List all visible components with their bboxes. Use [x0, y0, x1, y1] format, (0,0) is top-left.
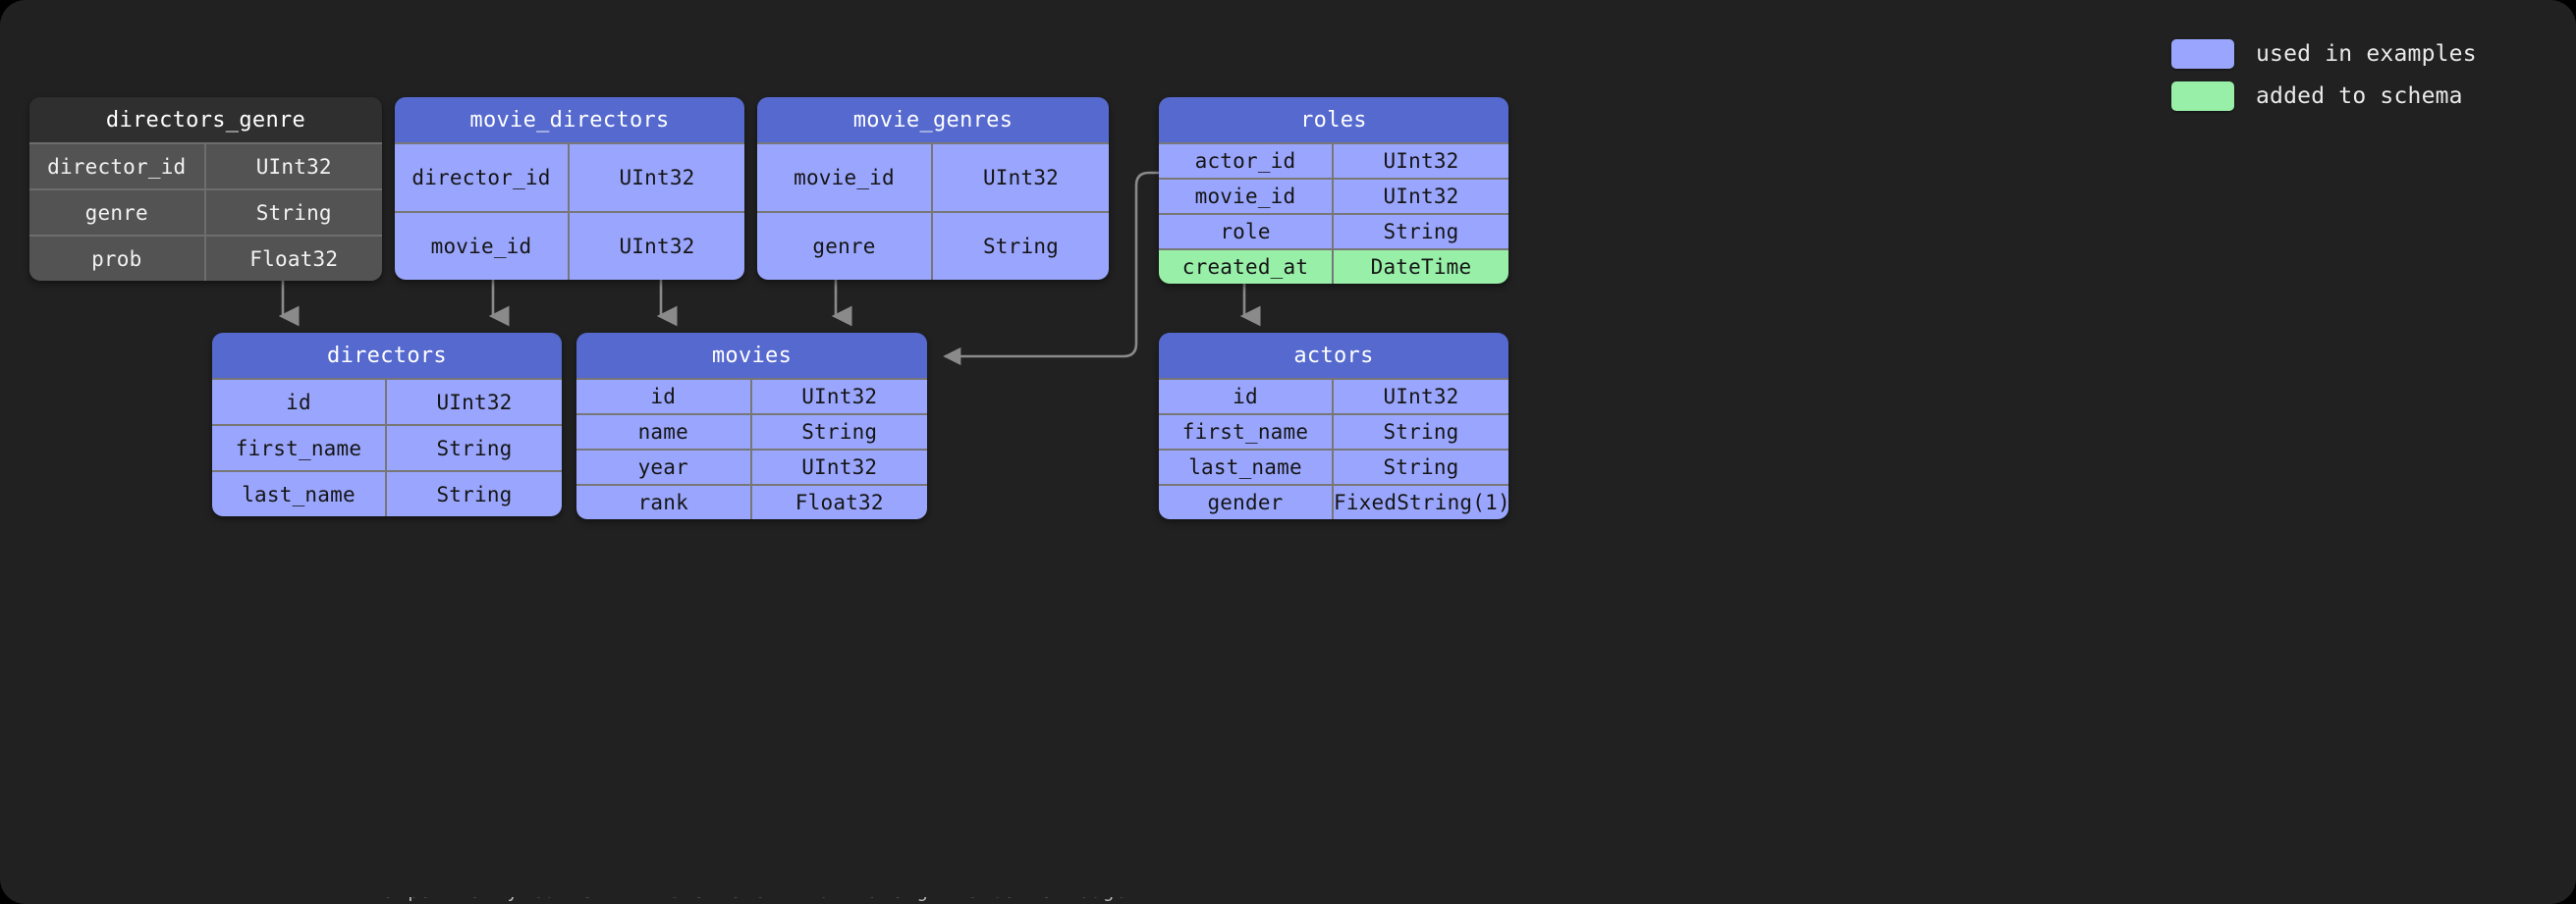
table-row[interactable]: role String	[1159, 213, 1508, 248]
table-title-movie_directors: movie_directors	[395, 97, 744, 142]
table-row[interactable]: director_id UInt32	[395, 142, 744, 211]
column-type-cell: UInt32	[801, 385, 878, 408]
legend-label-added-to-schema: added to schema	[2256, 83, 2463, 109]
column-type-cell: String	[1383, 220, 1459, 243]
table-row[interactable]: genre String	[29, 188, 382, 235]
legend-item-added-to-schema: added to schema	[2171, 81, 2484, 111]
column-type-cell: UInt32	[1383, 385, 1459, 408]
table-row[interactable]: actor_id UInt32	[1159, 142, 1508, 178]
column-name-cell: last_name	[1159, 451, 1334, 484]
column-name-cell: first_name	[1159, 415, 1334, 449]
table-row[interactable]: movie_id UInt32	[757, 142, 1109, 211]
table-row[interactable]: created_at DateTime	[1159, 248, 1508, 284]
column-name-cell: id	[212, 380, 387, 424]
table-title-roles: roles	[1159, 97, 1508, 142]
column-name-cell: movie_id	[1159, 180, 1334, 213]
table-row[interactable]: movie_id UInt32	[1159, 178, 1508, 213]
column-type-cell: Float32	[795, 491, 884, 514]
table-row[interactable]: year UInt32	[576, 449, 927, 484]
column-name-cell: id	[576, 380, 752, 413]
legend-swatch-used-in-examples	[2171, 39, 2234, 69]
column-type-cell: String	[436, 436, 513, 460]
column-name-cell: role	[1159, 215, 1334, 248]
table-title-directors_genre: directors_genre	[29, 97, 382, 142]
column-name-cell: movie_id	[395, 213, 570, 280]
column-type-cell: String	[436, 482, 513, 506]
column-name-cell: genre	[29, 190, 206, 235]
legend: used in examples added to schema	[2171, 39, 2484, 111]
table-row[interactable]: prob Float32	[29, 235, 382, 281]
table-row[interactable]: rank Float32	[576, 484, 927, 519]
column-type-cell: String	[801, 420, 878, 444]
column-type-cell: String	[1383, 455, 1459, 479]
column-name-cell: created_at	[1159, 250, 1334, 284]
column-name-cell: last_name	[212, 472, 387, 516]
table-row[interactable]: last_name String	[1159, 449, 1508, 484]
legend-item-used-in-examples: used in examples	[2171, 39, 2484, 69]
table-row[interactable]: first_name String	[1159, 413, 1508, 449]
column-name-cell: first_name	[212, 426, 387, 470]
table-title-movies: movies	[576, 333, 927, 378]
column-type-cell: String	[1383, 420, 1459, 444]
column-type-cell: UInt32	[1383, 185, 1459, 208]
table-row[interactable]: name String	[576, 413, 927, 449]
table-row[interactable]: last_name String	[212, 470, 562, 516]
legend-swatch-added-to-schema	[2171, 81, 2234, 111]
table-row[interactable]: id UInt32	[576, 378, 927, 413]
column-name-cell: id	[1159, 380, 1334, 413]
column-type-cell: FixedString(1)	[1334, 491, 1508, 514]
table-row[interactable]: movie_id UInt32	[395, 211, 744, 280]
column-name-cell: actor_id	[1159, 144, 1334, 178]
column-name-cell: gender	[1159, 486, 1334, 519]
column-name-cell: director_id	[395, 144, 570, 211]
column-type-cell: UInt32	[1383, 149, 1459, 173]
legend-label-used-in-examples: used in examples	[2256, 41, 2477, 67]
column-type-cell: Float32	[249, 246, 339, 271]
column-type-cell: UInt32	[982, 166, 1060, 189]
table-row[interactable]: first_name String	[212, 424, 562, 470]
column-name-cell: rank	[576, 486, 752, 519]
bottom-cutoff-text: a partially cut off line of small text a…	[0, 897, 2576, 904]
table-title-directors: directors	[212, 333, 562, 378]
table-row[interactable]: genre String	[757, 211, 1109, 280]
column-type-cell: UInt32	[619, 166, 695, 189]
column-type-cell: UInt32	[255, 154, 332, 179]
table-row[interactable]: id UInt32	[1159, 378, 1508, 413]
column-type-cell: UInt32	[436, 390, 513, 414]
column-name-cell: name	[576, 415, 752, 449]
column-name-cell: year	[576, 451, 752, 484]
table-title-movie_genres: movie_genres	[757, 97, 1109, 142]
bottom-cutoff-text-line: a partially cut off line of small text a…	[383, 897, 1127, 902]
column-type-cell: String	[982, 235, 1060, 258]
table-title-actors: actors	[1159, 333, 1508, 378]
column-name-cell: director_id	[29, 144, 206, 188]
table-row[interactable]: id UInt32	[212, 378, 562, 424]
column-type-cell: DateTime	[1370, 255, 1472, 279]
column-type-cell: UInt32	[801, 455, 878, 479]
column-name-cell: genre	[757, 213, 933, 280]
column-type-cell: UInt32	[619, 235, 695, 258]
column-type-cell: String	[255, 200, 332, 225]
column-name-cell: movie_id	[757, 144, 933, 211]
column-name-cell: prob	[29, 237, 206, 281]
table-row[interactable]: director_id UInt32	[29, 142, 382, 188]
